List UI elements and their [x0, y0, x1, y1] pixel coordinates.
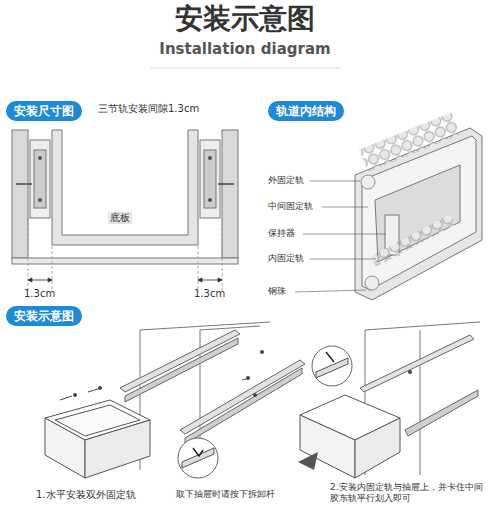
section-header: 安装示意图: [6, 306, 82, 326]
part-name: 保持器: [268, 228, 295, 239]
section-header: 轨道内结构: [268, 101, 344, 121]
dimension: 1.3cm: [194, 288, 225, 300]
step-caption: 1.水平安装双外固定轨: [36, 489, 136, 501]
step-caption: 取下抽屉时请按下拆卸杆: [176, 489, 275, 500]
section-header-text: 轨道内结构: [276, 104, 336, 118]
page-title: 安装示意图: [0, 2, 490, 36]
subtitle: Installation diagram: [0, 40, 490, 58]
section-header-text: 安装尺寸图: [14, 104, 74, 118]
dimension: 1.3cm: [24, 288, 55, 300]
part-name: 内固定轨: [268, 253, 304, 264]
part-name: 底板: [108, 212, 132, 224]
part-name: 外固定轨: [268, 175, 304, 186]
step-caption: 2.安装内固定轨与抽屉上，并卡住中间胶东轨平行划入即可: [330, 482, 485, 504]
note: 三节轨安装间隙1.3cm: [98, 103, 199, 115]
part-name: 中间固定轨: [268, 201, 313, 212]
part-name: 钢珠: [268, 286, 286, 297]
section-header: 安装尺寸图: [6, 101, 82, 121]
section-header-text: 安装示意图: [14, 309, 74, 323]
